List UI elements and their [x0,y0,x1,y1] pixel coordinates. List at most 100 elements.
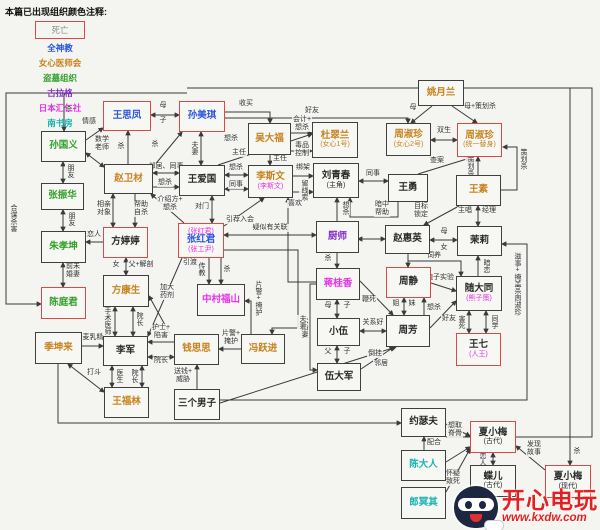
node-label: 中村福山 [201,293,240,305]
edge-10 [423,205,460,226]
node-zhuxiaokun: 朱孝坤 [41,231,86,263]
edge-label: 引荐入会 [225,215,255,225]
edge-label: 主任 [231,148,247,158]
edge-51 [85,152,105,168]
node-label: (熊子策) [466,294,492,302]
edge-label: 想杀 [228,163,244,173]
node-wangaiguo: 王爱国 [179,165,225,196]
edge-label: 夫妻 [188,141,200,155]
legend-item-2: 女心医师会 [38,58,82,68]
node-label: 孙美琪 [187,110,217,122]
node-label: 赵卫材 [114,172,143,184]
edge-50 [85,127,104,141]
node-moli: 茉莉 [457,226,502,256]
edge-label: 帮助 自杀 [133,200,149,218]
gamepad-icon [484,520,504,530]
edge-17 [429,300,457,329]
edge-24 [219,345,398,404]
node-ducuilan: 杜翠兰(女心1号) [312,122,358,158]
node-label: 张红君 [186,234,216,246]
edge-label: 会计+ 想杀 [291,115,313,133]
edge-label: 姐 [391,299,401,309]
edge-76 [243,298,252,334]
node-zhoushuzhen-2: 周淑珍(女心2号) [386,123,431,156]
edge-label: 喜欢 [287,199,303,209]
node-xiaowu: 小伍 [317,318,360,346]
node-fangtingting: 方婷婷 [103,227,148,258]
edge-label: 收买 [238,99,254,109]
node-chushi: 厨师 [316,221,359,253]
node-label: 夏小梅 [478,426,508,438]
node-chendaren: 陈大人 [401,450,446,481]
node-label: 姚月兰 [426,86,456,98]
node-label: (统一替身) [463,141,496,149]
edge-8 [501,144,518,191]
edge-label: 策划杀 [517,148,529,170]
node-fengyuejin: 冯跃进 [241,334,285,364]
edge-label: 女 [111,260,121,270]
edge-label: 母 [158,101,168,111]
edge-1 [5,92,187,307]
edge-label: 同事 [228,180,244,190]
node-label: (古代) [483,438,503,446]
edge-78 [309,283,319,373]
node-zhoujing: 周静 [386,267,431,298]
legend-item-0: 死亡 [35,21,85,39]
node-label: 周静 [398,276,418,288]
node-label: (张工尹) [188,245,214,253]
node-xiaxiaomei-xiandai: 夏小梅(现代) [545,465,591,498]
edge-label: 发现 故事 [526,440,542,458]
edge-0 [187,87,593,438]
legend-item-4: 古拉格 [47,88,73,98]
edge-label: 女 [439,243,449,253]
legend-items: 死亡全神教女心医师会盗墓组织古拉格日本汇仁社南书房 [5,21,115,129]
edge-label: 父+解剖 [127,260,155,270]
node-label: 郎冥其 [409,496,438,508]
edge-label: 前未 婚妻 [65,262,81,280]
edge-6 [417,156,472,175]
legend: 本篇已出现组织颜色注释: 死亡全神教女心医师会盗墓组织古拉格日本汇仁社南书房 [5,5,115,132]
edge-label: 恋人 [476,452,488,466]
node-label: 王爱国 [187,174,217,186]
node-label: 周淑珍 [465,129,494,141]
edge-label: 双生 [436,126,452,136]
node-zhoufang: 周芳 [386,315,430,347]
edge-label: 相亲 对象 [96,200,112,218]
node-label: 蝶儿 [483,470,503,482]
edge-label: 好友 [441,314,457,324]
edge-label: 父 [323,347,333,357]
edge-label: 母 [439,227,449,237]
node-zhaoweicai: 赵卫材 [104,164,153,194]
node-label: 约瑟夫 [409,416,438,428]
node-zhaohuiying: 赵惠英 [385,225,430,254]
node-label: (李斯文) [257,182,284,190]
edge-label: 策划杀 [464,155,476,177]
edge-label: 倒挂 [367,349,383,359]
node-lijun: 李军 [103,336,148,366]
edge-label: 母+策划杀 [462,102,498,112]
node-lisiwen: 李斯文(李斯文) [248,165,293,198]
edge-label: 朋友 [64,164,76,178]
edge-87 [515,445,546,471]
node-sunmeiqi: 孙美琪 [179,101,225,132]
edge-label: 好友 [304,106,320,116]
edge-label: 怀疑 致死 [445,469,461,487]
node-wangqi: 王七(人王) [456,333,501,366]
edge-label: 想杀 [157,178,173,188]
node-label: (主角) [326,181,346,189]
edge-label: 院长 [153,356,169,366]
edge-label: 片警+掩护 [252,280,264,316]
edge-label: 子 [158,116,168,126]
node-label: 张振华 [48,190,77,202]
edge-label: 杀 [222,265,232,275]
edge-label: 想杀 [223,134,239,144]
node-zhangzhenhua: 张振华 [41,183,84,210]
edge-label: 对门 [194,202,210,212]
edge-label: 朋友 [65,212,77,226]
edge-label: 杀 [323,254,333,264]
edge-label: 片警+ 掩护 [220,329,242,347]
edge-label: 传教 [195,262,207,276]
edge-13 [430,282,458,293]
node-label: 王勇 [398,181,418,193]
edge-label: 医生 [113,369,125,383]
